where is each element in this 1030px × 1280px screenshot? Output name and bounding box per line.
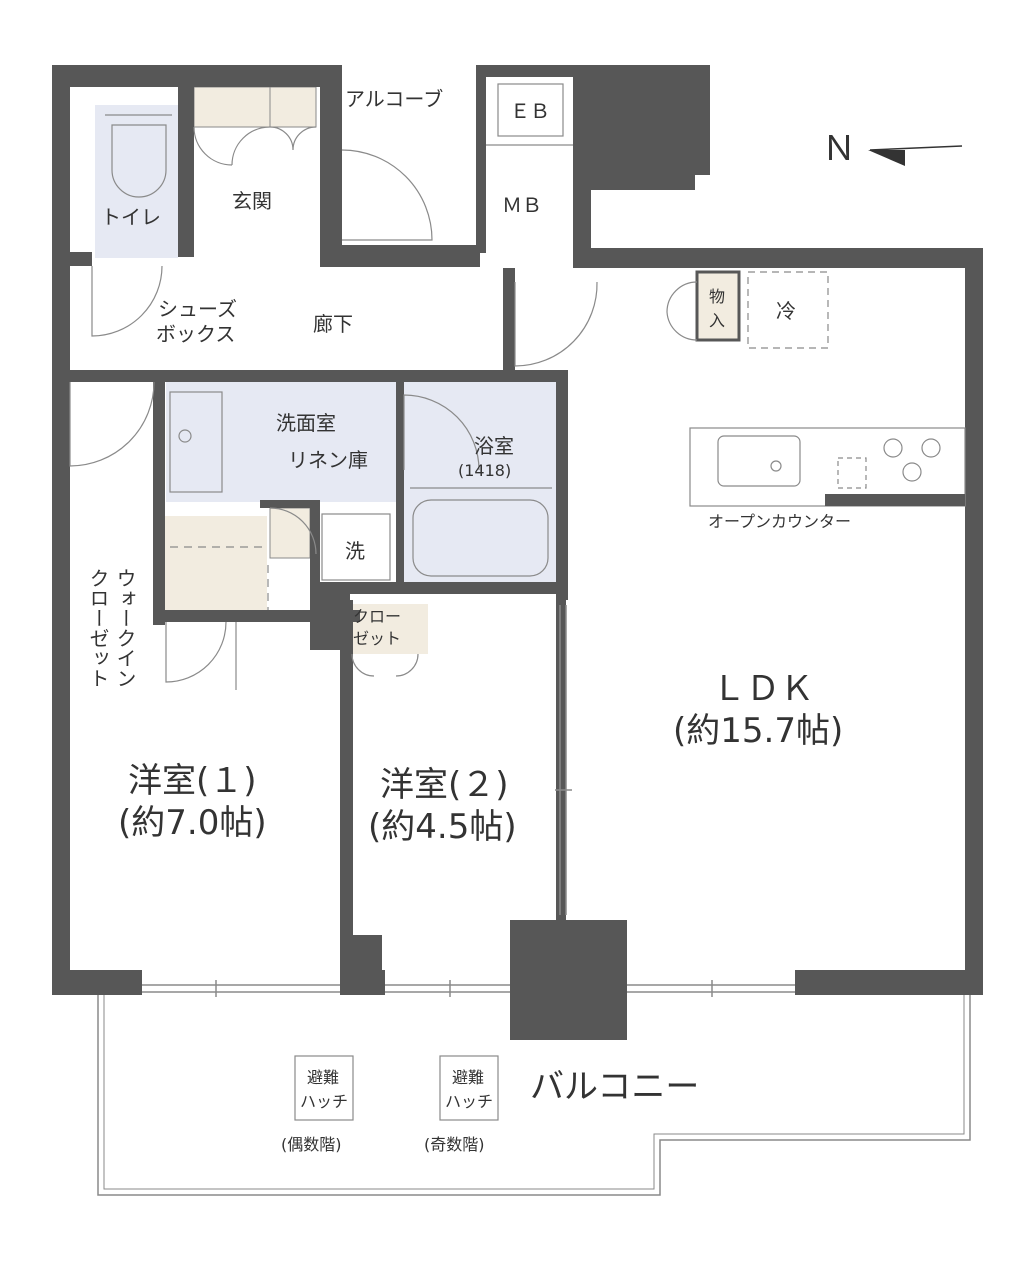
- pantry-storage: [695, 270, 741, 342]
- bath-size-label: (1418): [458, 461, 511, 480]
- wall-eb-mb-west: [476, 65, 486, 253]
- wall-alcove-south: [320, 245, 480, 267]
- wall-shaft-right: [690, 65, 710, 175]
- alcove-label: アルコーブ: [345, 87, 443, 111]
- shoebox-label-line1: シューズ: [158, 297, 237, 321]
- wic-storage: [165, 516, 267, 610]
- closet-label-line2: ゼット: [353, 629, 401, 648]
- balcony-inner-outline: [103, 995, 965, 1190]
- washer-box: [321, 513, 391, 581]
- sliding-partition: [555, 605, 572, 915]
- closet-storage: [350, 604, 428, 654]
- wall-south-left: [52, 970, 142, 995]
- wall-bath-south: [310, 582, 568, 594]
- counter-base: [825, 494, 965, 506]
- eb-label: ＥＢ: [510, 99, 550, 123]
- basin: [169, 391, 223, 493]
- north-label: Ｎ: [822, 129, 856, 169]
- pantry-label-line2: 入: [709, 311, 725, 330]
- hatch-even-label-line2: ハッチ: [300, 1092, 348, 1111]
- hatch-odd-floor-label: (奇数階): [424, 1135, 485, 1154]
- north-arrow-icon: [868, 145, 963, 166]
- bath-label: 浴室: [474, 434, 514, 458]
- wall-outer-east: [965, 248, 983, 995]
- bath-floor: [404, 382, 556, 582]
- toilet-label: トイレ: [101, 205, 161, 229]
- balcony-label: バルコニー: [530, 1067, 699, 1107]
- walls: [52, 65, 983, 1040]
- hatch-odd-label-line2: ハッチ: [445, 1092, 493, 1111]
- burner-3: [902, 462, 922, 482]
- wall-entrance-east: [320, 65, 342, 265]
- wall-toilet-south: [70, 252, 92, 266]
- wall-ldk-r2: [556, 600, 566, 930]
- wall-r1-r2: [340, 600, 353, 995]
- ldk-size-label: (約15.7帖): [673, 711, 843, 751]
- washroom-floor: [166, 382, 396, 502]
- corridor-label: 廊下: [313, 312, 353, 336]
- wall-south-mid: [340, 970, 385, 995]
- sink: [717, 435, 801, 487]
- wall-bath-east: [556, 370, 568, 600]
- room2-label: 洋室(２): [380, 765, 509, 805]
- wall-top-right: [573, 248, 983, 268]
- ldk-label: ＬＤＫ: [712, 669, 814, 709]
- eb-box: [497, 83, 564, 137]
- burner-2: [921, 438, 941, 458]
- fridge-label: 冷: [776, 299, 796, 323]
- room2-size-label: (約4.5帖): [368, 807, 517, 847]
- hatch-even-label-line1: 避難: [307, 1068, 339, 1087]
- room1-size-label: (約7.0帖): [118, 803, 267, 843]
- bathtub: [412, 499, 549, 577]
- fixtures: [105, 83, 966, 1121]
- south-windows: [142, 980, 795, 997]
- shoebox-label-line2: ボックス: [156, 322, 235, 346]
- wall-wic-west: [153, 510, 165, 622]
- wic-label-line2: クローゼット: [86, 568, 110, 688]
- counter-label: オープンカウンター: [708, 512, 851, 531]
- wic-label-line1: ウォークイン: [113, 568, 137, 688]
- wall-hall-south: [70, 370, 565, 382]
- washer-label: 洗: [345, 539, 365, 563]
- entrance-label: 玄関: [232, 189, 272, 213]
- linen-label: リネン庫: [288, 448, 368, 472]
- balcony-outline: [97, 995, 971, 1196]
- wall-shaft: [590, 65, 695, 190]
- shoebox-storage: [193, 86, 317, 128]
- doors: [69, 126, 698, 690]
- room1-label: 洋室(１): [128, 761, 257, 801]
- wall-eb-mb-east: [573, 65, 591, 255]
- toilet-fixture: [111, 124, 167, 198]
- wall-top-left: [52, 65, 342, 87]
- hatch-even-box: [294, 1055, 354, 1121]
- hatch-even-floor-label: (偶数階): [281, 1135, 342, 1154]
- wall-toilet-entrance: [178, 87, 194, 257]
- wall-eb-top: [476, 65, 586, 77]
- hatch-odd-label-line1: 避難: [452, 1068, 484, 1087]
- hatch-odd-box: [439, 1055, 499, 1121]
- wall-column: [510, 920, 627, 1040]
- wall-washer-west: [310, 505, 320, 595]
- wall-south-right: [795, 970, 983, 995]
- wall-wash-bath: [396, 370, 404, 590]
- mb-label: ＭＢ: [502, 193, 542, 217]
- wall-hall-ldk: [503, 268, 515, 372]
- wall-linen-top: [260, 500, 320, 508]
- wall-outer-west: [52, 65, 70, 995]
- burner-1: [883, 438, 903, 458]
- fridge-outline: [747, 271, 829, 349]
- closet-label-line1: クロー: [353, 607, 401, 626]
- linen-storage: [269, 507, 311, 559]
- washroom-label: 洗面室: [276, 411, 336, 435]
- pantry-label-line1: 物: [709, 287, 725, 306]
